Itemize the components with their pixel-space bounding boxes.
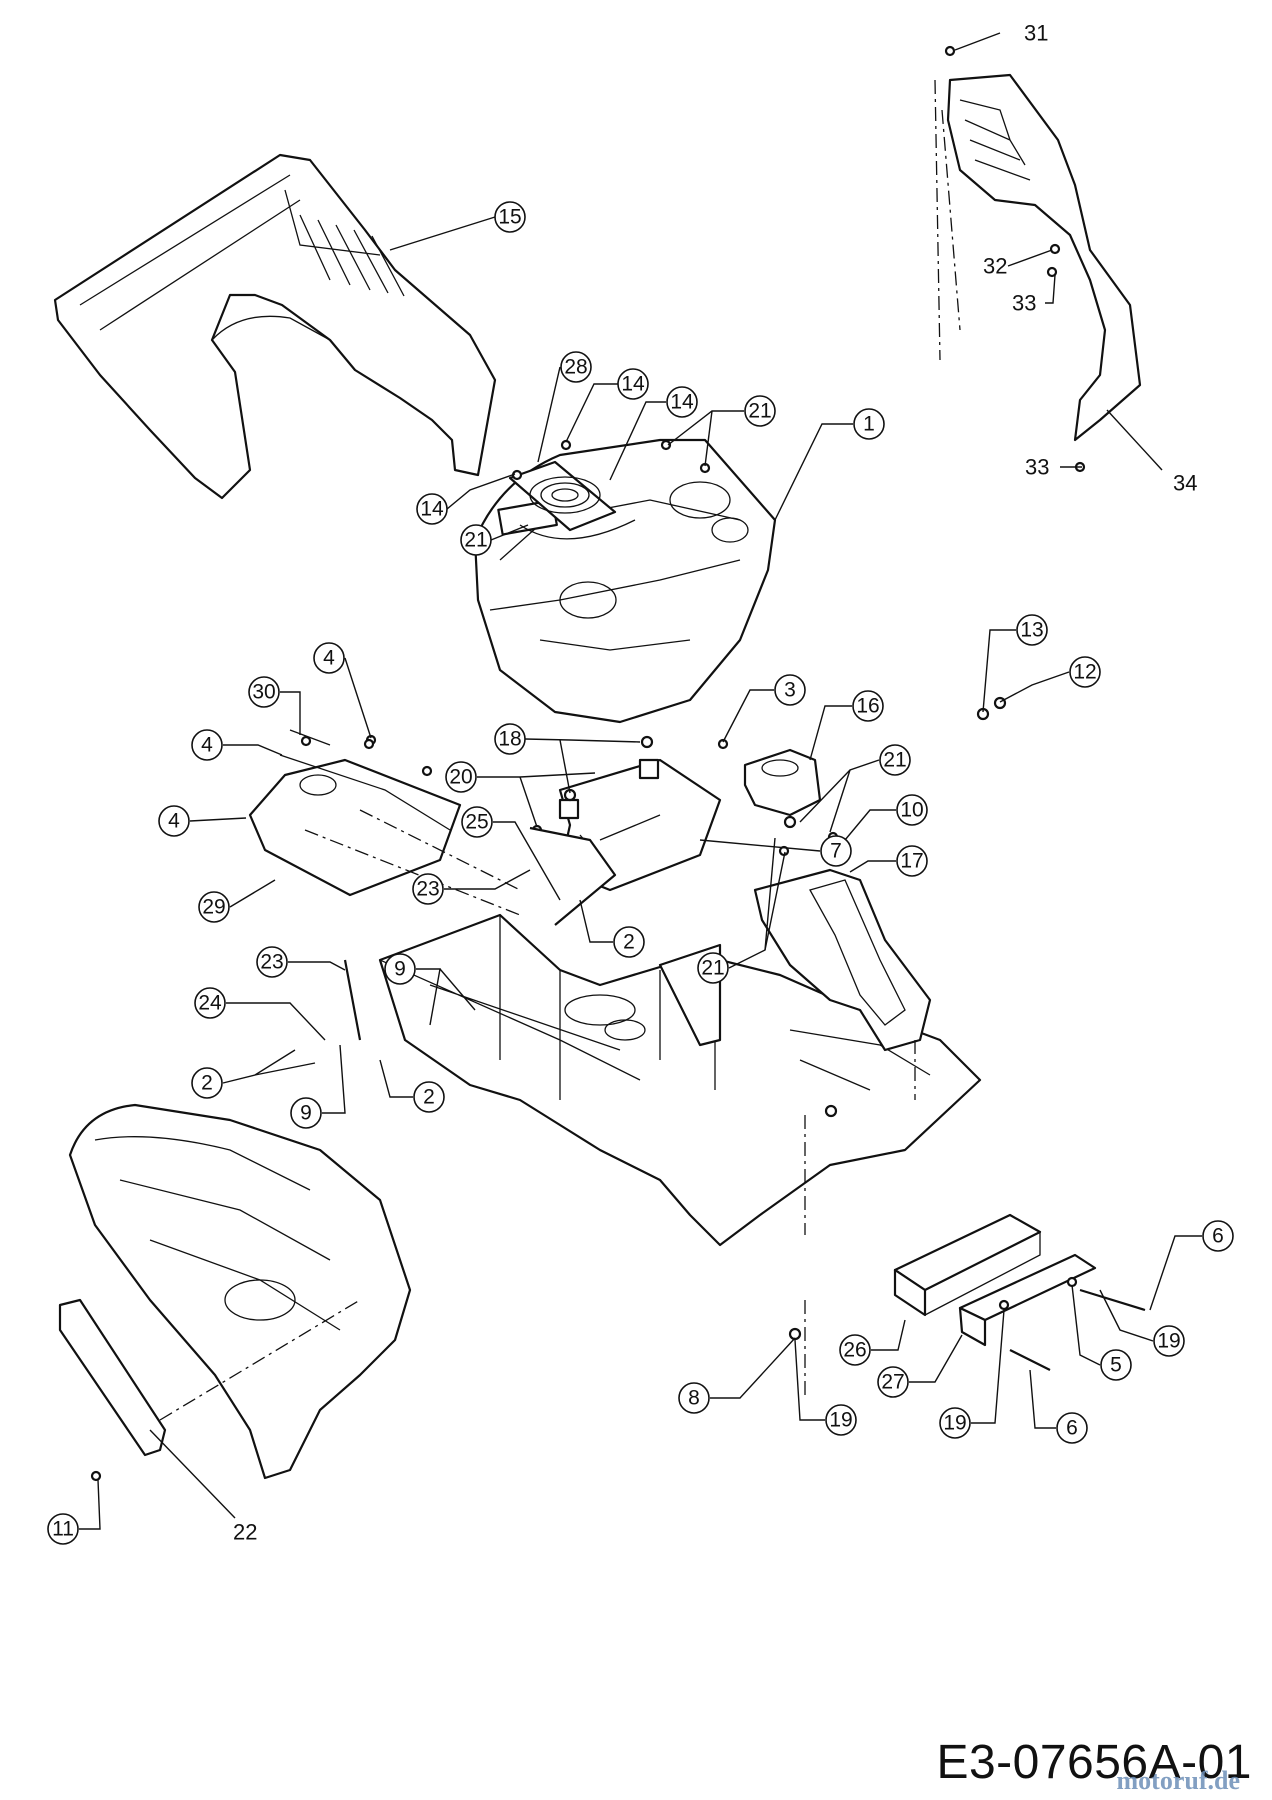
grille-plate bbox=[508, 460, 636, 540]
part-label: 9 bbox=[394, 958, 406, 981]
part-label: 21 bbox=[748, 400, 771, 423]
part-label: 21 bbox=[464, 529, 487, 552]
part-label: 27 bbox=[881, 1371, 904, 1394]
part-label: 21 bbox=[701, 957, 724, 980]
assembly-lines bbox=[159, 809, 916, 1421]
part-label: 1 bbox=[863, 413, 875, 436]
part-label: 2 bbox=[423, 1086, 435, 1109]
part-label: 11 bbox=[52, 1518, 74, 1541]
part-label: 8 bbox=[688, 1387, 700, 1410]
part-label: 6 bbox=[1212, 1225, 1224, 1248]
part-label: 15 bbox=[498, 206, 521, 229]
part-label: 30 bbox=[252, 681, 275, 704]
seat-mounting-plate bbox=[248, 729, 462, 897]
part-label: 21 bbox=[883, 749, 906, 772]
part-label: 23 bbox=[416, 878, 439, 901]
part-label: 12 bbox=[1073, 661, 1096, 684]
hardware-fasteners bbox=[90, 45, 1146, 1482]
part-label: 25 bbox=[465, 811, 488, 834]
part-label: 33 bbox=[1025, 455, 1049, 480]
drawing-code-label: E3-07656A-01 bbox=[936, 1736, 1252, 1789]
part-label: 19 bbox=[829, 1409, 852, 1432]
part-label: 26 bbox=[843, 1339, 866, 1362]
part-label: 6 bbox=[1066, 1417, 1078, 1440]
rear-body-shroud bbox=[53, 153, 497, 500]
front-nose-body bbox=[58, 1103, 412, 1480]
rear-fender-right bbox=[934, 73, 1142, 442]
part-label: 33 bbox=[1012, 291, 1036, 316]
part-label: 19 bbox=[1157, 1330, 1180, 1353]
part-label: 19 bbox=[943, 1412, 966, 1435]
part-label: 5 bbox=[1110, 1354, 1122, 1377]
part-label: 3 bbox=[784, 679, 796, 702]
part-label: 24 bbox=[198, 992, 222, 1015]
part-label: 9 bbox=[300, 1102, 312, 1125]
part-label: 7 bbox=[830, 840, 842, 863]
part-label: 29 bbox=[202, 896, 225, 919]
part-label: 22 bbox=[233, 1520, 257, 1545]
part-label: 23 bbox=[260, 951, 283, 974]
part-label: 10 bbox=[900, 799, 923, 822]
part-label: 20 bbox=[449, 766, 472, 789]
part-label: 31 bbox=[1024, 21, 1048, 46]
part-callouts: 31 32 33 33 34 22 15 28 14 14 21 1 bbox=[47, 21, 1234, 1545]
part-label: 32 bbox=[983, 254, 1007, 279]
watermark-logo: motoruf.de bbox=[1116, 1766, 1240, 1795]
part-label: 16 bbox=[856, 695, 879, 718]
dash-console-housing bbox=[743, 748, 932, 1052]
part-label: 18 bbox=[498, 728, 521, 751]
part-label: 2 bbox=[201, 1072, 213, 1095]
front-bracket bbox=[893, 1213, 1097, 1347]
part-label: 4 bbox=[168, 810, 180, 833]
part-label: 17 bbox=[900, 850, 923, 873]
part-label: 14 bbox=[670, 391, 694, 414]
part-label: 14 bbox=[420, 498, 444, 521]
part-label: 34 bbox=[1173, 471, 1197, 496]
part-label: 2 bbox=[623, 931, 635, 954]
part-label: 4 bbox=[201, 734, 213, 757]
part-label: 14 bbox=[621, 373, 645, 396]
part-label: 13 bbox=[1020, 619, 1043, 642]
part-label: 4 bbox=[323, 647, 335, 670]
part-label: 28 bbox=[564, 356, 587, 379]
